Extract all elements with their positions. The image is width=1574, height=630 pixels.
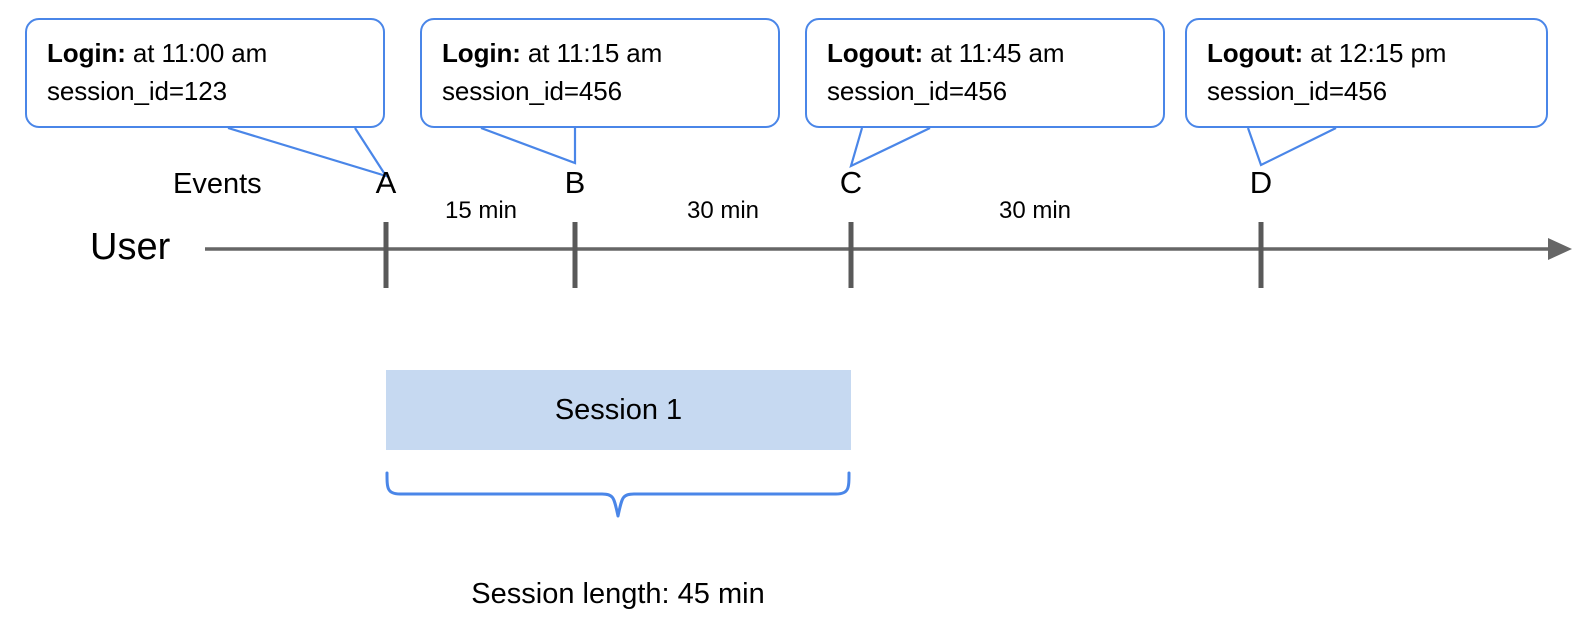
session-span-brace: [385, 471, 851, 518]
callout-a-time: at 11:00 am: [125, 38, 268, 68]
callout-b-event-label: Login:: [442, 38, 521, 68]
callout-c-line-1: Logout: at 11:45 am: [827, 34, 1145, 72]
callout-d-line-1: Logout: at 12:15 pm: [1207, 34, 1528, 72]
event-marker-label-c: C: [839, 165, 863, 200]
interval-label-ab: 15 min: [444, 197, 518, 224]
callout-d-line-2: session_id=456: [1207, 76, 1388, 106]
interval-label-cd: 30 min: [998, 197, 1072, 224]
callout-b-line-1: Login: at 11:15 am: [442, 34, 760, 72]
axis-arrowhead: [1548, 238, 1572, 260]
event-marker-label-b: B: [564, 165, 586, 200]
callout-c-event-label: Logout:: [827, 38, 924, 68]
callout-b-line-2: session_id=456: [442, 76, 623, 106]
callout-d-event-label: Logout:: [1207, 38, 1304, 68]
timeline-axis: [205, 222, 1572, 288]
callout-a-line-1: Login: at 11:00 am: [47, 34, 365, 72]
session-bar-label: Session 1: [554, 393, 683, 426]
session-length-caption: Session length: 45 min: [471, 578, 765, 610]
user-row-label: User: [90, 226, 171, 268]
callout-event-a: Login: at 11:00 am session_id=123: [25, 18, 385, 128]
callout-d-time: at 12:15 pm: [1303, 38, 1447, 68]
session-bar: Session 1: [386, 370, 851, 450]
callout-event-b: Login: at 11:15 am session_id=456: [420, 18, 780, 128]
event-marker-label-d: D: [1249, 165, 1273, 200]
callout-c-line-2: session_id=456: [827, 76, 1008, 106]
interval-label-bc: 30 min: [686, 197, 760, 224]
event-marker-label-a: A: [375, 165, 397, 200]
callout-event-d: Logout: at 12:15 pm session_id=456: [1185, 18, 1548, 128]
callout-event-c: Logout: at 11:45 am session_id=456: [805, 18, 1165, 128]
callout-c-time: at 11:45 am: [923, 38, 1065, 68]
events-row-label: Events: [173, 168, 262, 200]
callout-a-line-2: session_id=123: [47, 76, 228, 106]
callout-b-time: at 11:15 am: [520, 38, 663, 68]
callout-a-event-label: Login:: [47, 38, 126, 68]
